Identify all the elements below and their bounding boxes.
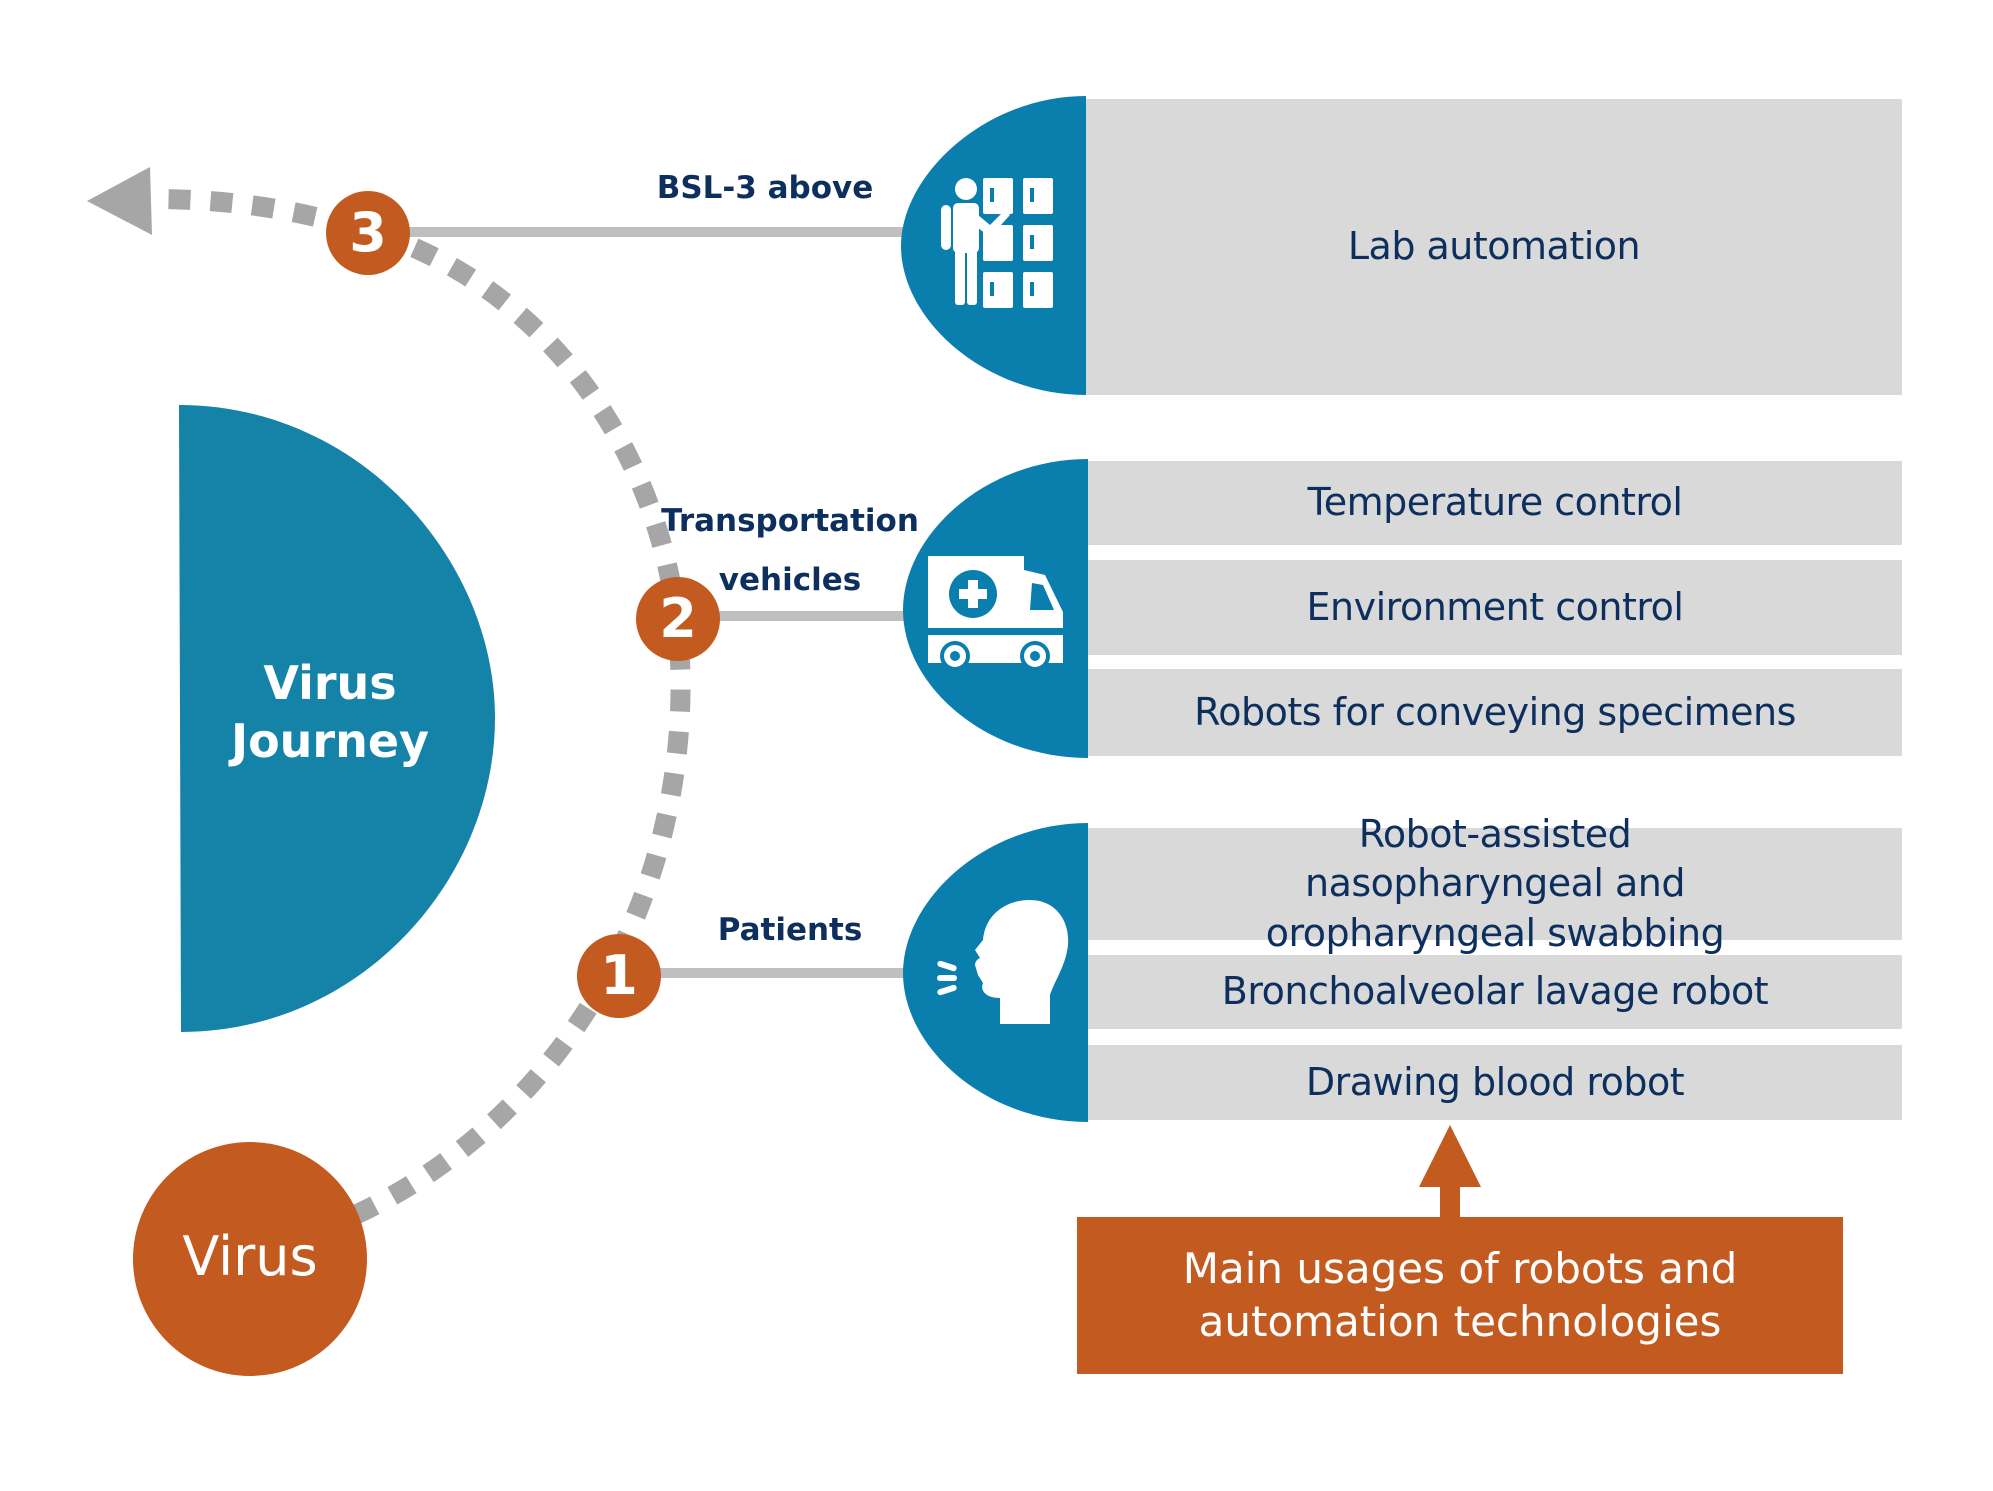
up-arrow-shaft [1440,1185,1460,1225]
stage-2-number-circle [636,577,720,661]
stage-1-item-box: Drawing blood robot [1088,1045,1902,1120]
virus-journey-title: Virus Journey [190,655,470,770]
stage-2-label-line1: Transportation [661,503,919,539]
stage-1-item-box: Robot-assisted nasopharyngeal and oropha… [1088,812,1902,955]
lab-worker-storage-icon [941,178,1053,308]
main-usages-box: Main usages of robots and automation tec… [1077,1217,1843,1374]
journey-arrowhead-icon [87,167,152,235]
stage-1-label: Patients [717,912,863,948]
virus-journey-line1: Virus [263,656,397,710]
main-usages-line2: automation technologies [1198,1296,1722,1346]
stage-2-item-box: Environment control [1088,560,1902,655]
virus-journey-line2: Journey [230,713,430,768]
stage-3-label: BSL-3 above [656,170,874,206]
stage-3-number: 3 [349,201,387,264]
up-arrow-icon [1419,1125,1481,1187]
stage-2-label-line2: vehicles [718,562,862,598]
virus-start-circle [133,1142,367,1376]
stage-1-number: 1 [600,944,638,1007]
stage-3-item-box: Lab automation [1086,99,1902,395]
main-usages-line1: Main usages of robots and [1182,1244,1738,1293]
stage-3-number-circle [326,191,410,275]
stage-1-number-circle [577,934,661,1018]
stage-2-number: 2 [659,587,697,650]
virus-start-label: Virus [182,1225,318,1288]
journey-path-dashed [159,189,691,1225]
stage-1-item-box: Bronchoalveolar lavage robot [1088,955,1902,1029]
stage-2-item-box: Robots for conveying specimens [1088,669,1902,756]
stage-2-item-box: Temperature control [1088,461,1902,545]
virus-journey-half-disc [179,405,495,1032]
patient-head-cough-icon [937,900,1069,1024]
ambulance-icon [928,556,1063,671]
